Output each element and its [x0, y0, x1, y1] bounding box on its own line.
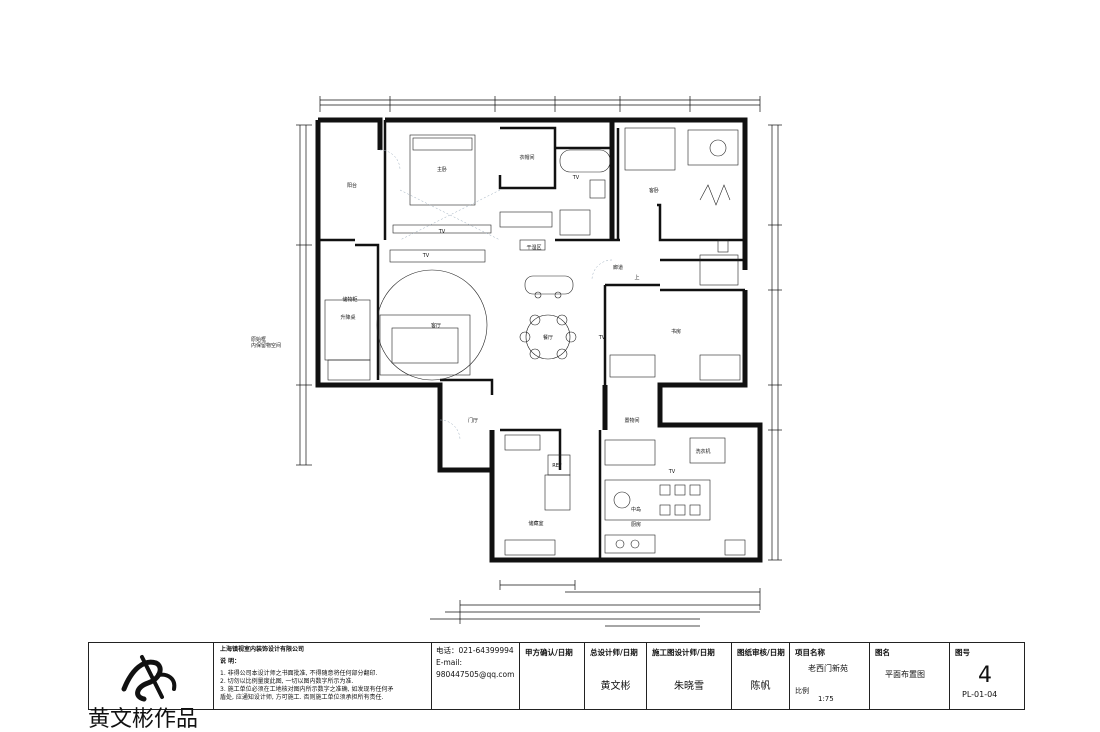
phone: 电话：021-64399994 [436, 646, 514, 655]
side-cabinet [324, 299, 371, 361]
dining-table [525, 314, 571, 360]
entry-cabinet [504, 434, 541, 451]
drawing-name: 平面布置图 [885, 670, 925, 679]
guest-wardrobe [624, 127, 676, 171]
tv-label-kitchen: TV [668, 469, 676, 475]
tv-label-study: TV [598, 335, 606, 341]
note-2: 2. 切勿以比例量度此图, 一切以图内数字所示为准. [220, 678, 354, 685]
company-logo [121, 655, 177, 702]
room-label-laundry: 干湿区 [526, 245, 542, 251]
room-label-fitting-table: 升降桌 [340, 315, 356, 321]
vanity [559, 209, 591, 236]
day-bed [327, 359, 371, 381]
ref-label: REF [552, 463, 562, 469]
chief-designer-name: 黄文彬 [600, 681, 631, 692]
room-label-dining-room: 餐厅 [542, 335, 554, 341]
island-label: 中岛 [630, 507, 642, 513]
room-label-study: 书房 [670, 329, 682, 335]
floor-plan [296, 96, 782, 627]
master-bed [409, 134, 476, 206]
bottom-dimension-lines [430, 580, 761, 627]
pantry-shelf [544, 474, 571, 511]
title-block: 上海镇视室内装饰设计有限公司 说 明： 1. 非得公司本设计师之书面批准, 不得… [88, 642, 1025, 710]
reviewer-name: 陈帆 [750, 681, 771, 692]
tv-cabinet-living [389, 249, 486, 263]
room-label-corridor: 廊道 [612, 265, 624, 271]
drawing-designer-label: 施工图设计师/日期 [652, 648, 715, 657]
interior-walls [320, 120, 745, 560]
project-label: 项目名称 [795, 648, 825, 657]
guest-toilet [709, 139, 727, 157]
guest-bath [687, 129, 739, 166]
shower [699, 254, 739, 286]
project-cell: 项目名称 老西门新苑 比例 1:75 [789, 643, 869, 709]
drawing-code: PL-01-04 [962, 690, 998, 699]
room-label-balcony: 阳台 [346, 183, 358, 189]
project-name: 老西门新苑 [808, 664, 848, 673]
guest-bed-mark [699, 184, 731, 206]
note-1: 1. 非得公司本设计师之书面批准, 不得随意将任何部分翻印. [220, 670, 378, 677]
author-watermark: 黄文彬作品 [88, 707, 199, 732]
walls [315, 117, 763, 563]
tv-cabinet-master [392, 224, 492, 234]
room-label-living-room: 客厅 [430, 323, 442, 329]
contact-cell: 电话：021-64399994 E-mail: 980447505@qq.com [431, 643, 519, 709]
scale-label: 比例 [795, 687, 809, 695]
right-dimension-lines [768, 124, 782, 561]
room-label-storage-cabinet: 储物柜 [342, 297, 358, 303]
scale-value: 1:75 [818, 695, 834, 703]
reviewer-cell: 图纸审核/日期 陈帆 [731, 643, 789, 709]
note-4: 盾处, 应通知设计师, 方可施工. 否则施工单位须承担所有责任. [220, 694, 384, 701]
drawing-designer-name: 朱晓雪 [674, 681, 704, 692]
bar-counter [524, 275, 574, 295]
stair-up-label: 上 [634, 275, 640, 281]
drawing-number-label: 图号 [955, 648, 970, 657]
reviewer-label: 图纸审核/日期 [737, 648, 785, 657]
room-label-guest-bedroom: 客卧 [648, 188, 660, 194]
side-note: 原始框 内保留物空间 [250, 337, 282, 349]
pantry-bench [504, 539, 556, 556]
company-notes-cell: 上海镇视室内装饰设计有限公司 说 明： 1. 非得公司本设计师之书面批准, 不得… [213, 643, 431, 709]
washer-label: 洗衣机 [695, 449, 711, 455]
room-label-kitchen: 厨房 [630, 522, 642, 528]
kitchen-island [604, 479, 711, 521]
washer-box [689, 437, 726, 464]
notes-title: 说 明： [220, 658, 241, 665]
study-cabinet [699, 354, 741, 381]
client-confirm-label: 甲方确认/日期 [525, 648, 573, 657]
top-dimension-lines [319, 96, 761, 112]
room-label-entry: 门厅 [467, 418, 479, 424]
drawing-name-cell: 图名 平面布置图 [869, 643, 949, 709]
kitchen-counter [604, 439, 656, 466]
living-rug [376, 269, 488, 381]
dining-cabinet [499, 211, 553, 228]
chief-designer-label: 总设计师/日期 [590, 648, 638, 657]
tv-label-living: TV [422, 253, 430, 259]
room-label-walk-in-closet: 衣帽间 [519, 155, 535, 161]
door-swings [379, 149, 613, 441]
chief-designer-cell: 总设计师/日期 黄文彬 [584, 643, 646, 709]
drawing-number: 4 [978, 663, 992, 688]
email-label: E-mail: [436, 658, 463, 667]
stove [604, 534, 656, 554]
room-label-pantry: 储藏室 [528, 521, 544, 527]
furniture [324, 127, 746, 556]
email: 980447505@qq.com [436, 670, 515, 679]
room-label-storage-room: 置物间 [624, 418, 640, 424]
toilet [589, 179, 606, 199]
drawing-designer-cell: 施工图设计师/日期 朱晓雪 [646, 643, 731, 709]
drawing-name-label: 图名 [875, 648, 890, 657]
tv-label-master: TV [438, 229, 446, 235]
drawing-number-cell: 图号 4 PL-01-04 [949, 643, 1024, 709]
study-desk [609, 354, 656, 378]
sofa [379, 314, 471, 376]
tv-label-bath: TV [572, 175, 580, 181]
bathtub [559, 149, 611, 173]
client-confirm-cell: 甲方确认/日期 [519, 643, 584, 709]
company-name: 上海镇视室内装饰设计有限公司 [220, 646, 305, 653]
note-3: 3. 施工单位必须在工地核对图内所示数字之准确, 如发现有任何矛 [220, 686, 394, 693]
room-label-master-bedroom: 主卧 [436, 167, 448, 173]
left-dimension-lines [296, 124, 312, 466]
